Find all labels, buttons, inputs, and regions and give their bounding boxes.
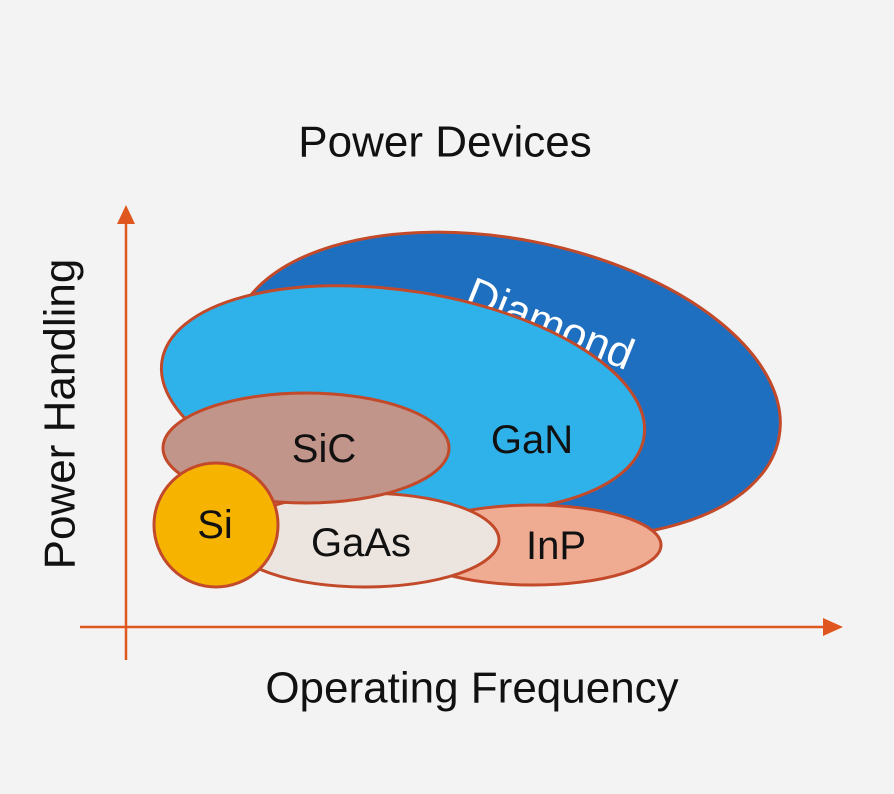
diagram-title: Power Devices — [298, 118, 591, 167]
region-si-label: Si — [197, 503, 233, 547]
region-gaas-label: GaAs — [311, 521, 411, 565]
region-inp-label: InP — [526, 524, 586, 568]
x-axis-arrowhead — [823, 618, 843, 636]
y-axis — [117, 205, 135, 660]
y-axis-arrowhead — [117, 205, 135, 224]
region-sic-label: SiC — [292, 427, 356, 471]
region-si: Si — [152, 461, 280, 589]
x-axis-label: Operating Frequency — [265, 664, 678, 713]
x-axis — [80, 618, 843, 636]
y-axis-label: Power Handling — [36, 259, 85, 570]
region-si-shape — [152, 461, 280, 589]
region-gan-label: GaN — [491, 418, 573, 462]
